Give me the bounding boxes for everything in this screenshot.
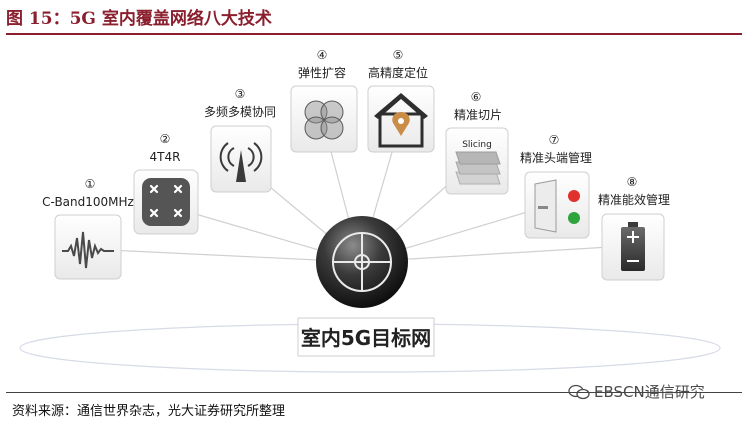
node-label: C-Band100MHz	[42, 195, 134, 209]
slicing-layers-icon: Slicing	[455, 140, 501, 185]
node-energy-efficiency: ⑧ 精准能效管理	[598, 175, 670, 281]
node-label: 高精度定位	[368, 65, 428, 80]
wechat-icon	[568, 384, 590, 399]
center-label-box	[297, 317, 435, 357]
node-number: ②	[160, 132, 171, 146]
house-location-icon	[374, 93, 428, 148]
node-multi-band: ③ 多频多模协同	[204, 87, 276, 193]
node-label: 精准头端管理	[520, 150, 592, 165]
node-precise-head-end: ⑦ 精准头端管理	[520, 133, 592, 239]
node-label: 多频多模协同	[204, 104, 276, 119]
node-label: 精准能效管理	[598, 192, 670, 207]
node-label: 精准切片	[454, 108, 502, 122]
node-number: ⑤	[393, 48, 404, 62]
node-elastic-expansion: ④ 弹性扩容	[290, 48, 358, 153]
node-c-band: ① C-Band100MHz	[42, 177, 134, 280]
node-number: ①	[85, 177, 96, 191]
battery-icon	[621, 222, 645, 271]
node-precise-slicing: ⑥ 精准切片 Slicing	[445, 90, 509, 195]
node-number: ④	[317, 48, 328, 62]
footer-divider	[6, 392, 742, 393]
center-orb	[316, 216, 408, 308]
antenna-array-icon	[142, 178, 190, 226]
waveform-icon	[62, 231, 114, 269]
node-label: 弹性扩容	[298, 65, 346, 80]
node-4t4r: ② 4T4R	[133, 132, 199, 235]
node-number: ⑥	[471, 90, 482, 104]
node-number: ⑧	[627, 175, 638, 189]
node-label: 4T4R	[150, 150, 181, 164]
node-number: ⑦	[549, 133, 560, 147]
slicing-text: Slicing	[462, 140, 492, 150]
source-note: 资料来源：通信世界杂志，光大证券研究所整理	[12, 404, 286, 419]
head-end-device-icon	[534, 179, 580, 233]
signal-tower-icon	[219, 142, 263, 182]
title-divider	[6, 33, 742, 35]
node-high-precision-positioning: ⑤ 高精度定位	[367, 48, 435, 153]
overlapping-circles-icon	[304, 100, 344, 140]
figure-title: 图 15：5G 室内覆盖网络八大技术	[6, 9, 272, 29]
center-label: 室内5G目标网	[301, 326, 431, 350]
node-number: ③	[235, 87, 246, 101]
